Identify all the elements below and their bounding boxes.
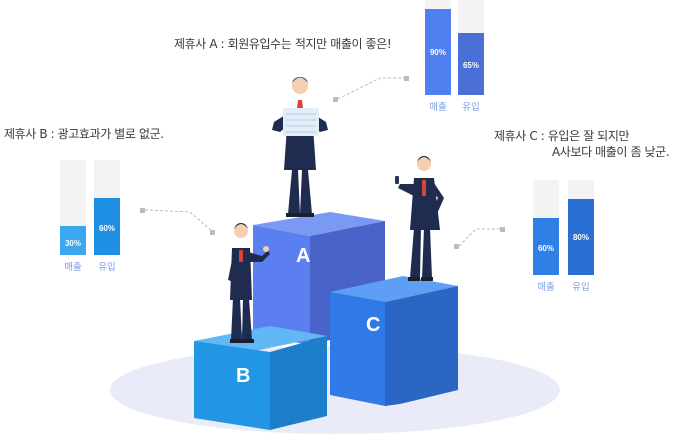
partner-c-bar-sales: 60% 매출 bbox=[533, 180, 559, 295]
podium-a-top bbox=[253, 212, 385, 236]
bar-value: 60% bbox=[98, 224, 115, 233]
podium-b-front bbox=[194, 341, 270, 430]
partner-c-label: 제휴사 C : 유입은 잘 되지만 A사보다 매출이 좀 낮군. bbox=[494, 128, 674, 160]
partner-b-label: 제휴사 B : 광고효과가 별로 없군. bbox=[4, 127, 164, 141]
podium-c-side bbox=[385, 286, 458, 406]
bar-caption: 매출 bbox=[64, 262, 82, 273]
partner-a-bars: 90% 매출 65% 유입 bbox=[425, 0, 495, 115]
businessman-a-icon bbox=[272, 77, 328, 217]
podium-a-front bbox=[253, 225, 310, 345]
partner-c-label-line2: A사보다 매출이 좀 낮군. bbox=[552, 145, 670, 159]
partner-a-label: 제휴사 A : 회원유입수는 적지만 매출이 좋은! bbox=[174, 37, 392, 51]
podium-b-top bbox=[194, 326, 327, 352]
bar-value: 60% bbox=[537, 244, 554, 253]
podium-b-letter: B bbox=[236, 365, 250, 387]
connector-c bbox=[454, 227, 505, 249]
bar-fill bbox=[533, 218, 559, 275]
partner-c-label-line1: 제휴사 C : 유입은 잘 되지만 bbox=[494, 129, 630, 143]
bar-fill bbox=[568, 199, 594, 275]
bar-value: 90% bbox=[429, 48, 446, 57]
partner-a-bar-sales: 90% 매출 bbox=[425, 0, 451, 115]
bar-value: 65% bbox=[462, 61, 479, 70]
bar-caption: 유입 bbox=[98, 262, 116, 273]
podium-block-c: C bbox=[330, 276, 458, 406]
podium-c-top bbox=[330, 276, 458, 302]
partner-c-bars: 60% 매출 80% 유입 bbox=[533, 180, 603, 295]
bar-fill bbox=[94, 198, 120, 255]
podium-c-letter: C bbox=[366, 314, 380, 336]
partner-b-bar-sales: 30% 매출 bbox=[60, 160, 86, 275]
podium-c-front bbox=[330, 292, 385, 406]
partner-c-bar-inflow: 80% 유입 bbox=[568, 180, 594, 295]
bar-fill bbox=[458, 33, 484, 95]
podium-b-side bbox=[270, 336, 327, 430]
connector-b bbox=[140, 208, 215, 235]
partner-b-bars: 30% 매출 60% 유입 bbox=[60, 160, 130, 275]
connector-a bbox=[333, 76, 409, 102]
partner-a-bar-inflow: 65% 유입 bbox=[458, 0, 484, 115]
podium-a-letter: A bbox=[296, 245, 310, 267]
podium-block-b: B bbox=[194, 326, 327, 430]
bar-fill bbox=[425, 9, 451, 95]
bar-value: 30% bbox=[64, 239, 81, 248]
bar-caption: 매출 bbox=[537, 282, 555, 293]
bar-caption: 유입 bbox=[462, 102, 480, 113]
bar-caption: 유입 bbox=[572, 282, 590, 293]
businessman-c-icon bbox=[395, 156, 444, 281]
bar-value: 80% bbox=[572, 233, 589, 242]
businessman-b-icon bbox=[228, 223, 270, 343]
bar-caption: 매출 bbox=[429, 102, 447, 113]
bar-fill bbox=[60, 226, 86, 255]
partner-b-bar-inflow: 60% 유입 bbox=[94, 160, 120, 275]
